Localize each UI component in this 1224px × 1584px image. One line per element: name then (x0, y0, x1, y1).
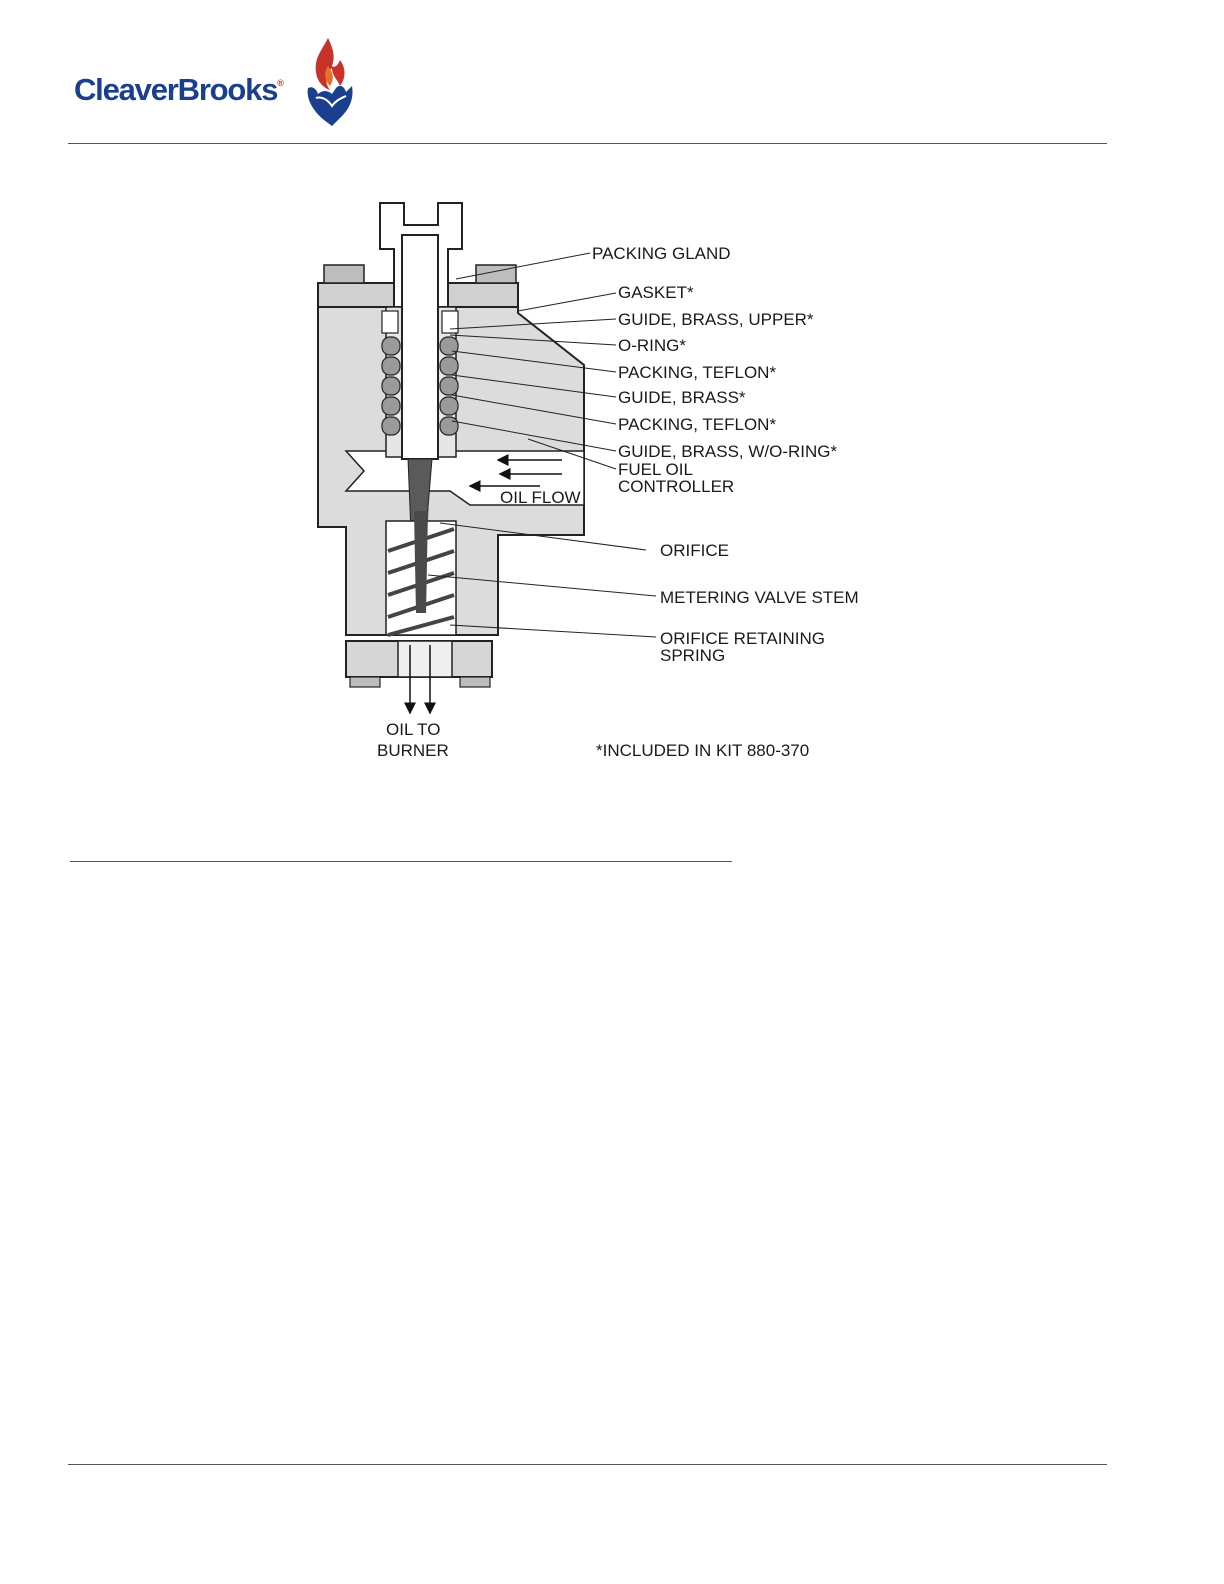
label-metering-valve-stem: METERING VALVE STEM (660, 588, 859, 607)
label-gasket: GASKET* (618, 283, 694, 302)
label-controller: CONTROLLER (618, 477, 734, 496)
outlet-port (398, 641, 452, 677)
bottom-right-bolt (460, 677, 490, 687)
label-kit-note: *INCLUDED IN KIT 880-370 (596, 741, 809, 760)
label-packing-teflon-2: PACKING, TEFLON* (618, 415, 776, 434)
metering-valve-stem-lower (414, 511, 428, 613)
label-o-ring: O-RING* (618, 336, 686, 355)
upper-guide-right (442, 311, 458, 333)
label-orifice: ORIFICE (660, 541, 729, 560)
caption-divider (70, 861, 732, 862)
upper-guide-left (382, 311, 398, 333)
logo-wordmark: CleaverBrooks (74, 72, 277, 107)
label-oil-to: OIL TO (386, 720, 441, 739)
header-divider (68, 143, 1107, 144)
fuel-oil-controller-diagram: PACKING GLAND GASKET* GUIDE, BRASS, UPPE… (300, 195, 940, 775)
cleaver-brooks-logo: CleaverBrooks® (74, 36, 374, 128)
controller-cross-section: PACKING GLAND GASKET* GUIDE, BRASS, UPPE… (300, 195, 940, 775)
label-guide-brass-upper: GUIDE, BRASS, UPPER* (618, 310, 814, 329)
bottom-left-bolt (350, 677, 380, 687)
flame-hand-icon (302, 36, 356, 126)
label-packing-teflon-1: PACKING, TEFLON* (618, 363, 776, 382)
top-left-bolt (324, 265, 364, 283)
label-burner: BURNER (377, 741, 449, 760)
valve-stem (402, 235, 438, 459)
label-guide-brass: GUIDE, BRASS* (618, 388, 746, 407)
leader-gasket (518, 293, 616, 311)
footer-divider (68, 1464, 1107, 1465)
label-oil-flow: OIL FLOW (500, 488, 581, 507)
label-guide-brass-wo-ring: GUIDE, BRASS, W/O-RING* (618, 442, 838, 461)
packing-rings-left (382, 337, 400, 435)
registered-mark: ® (277, 78, 284, 88)
label-spring: SPRING (660, 646, 725, 665)
label-packing-gland: PACKING GLAND (592, 244, 731, 263)
